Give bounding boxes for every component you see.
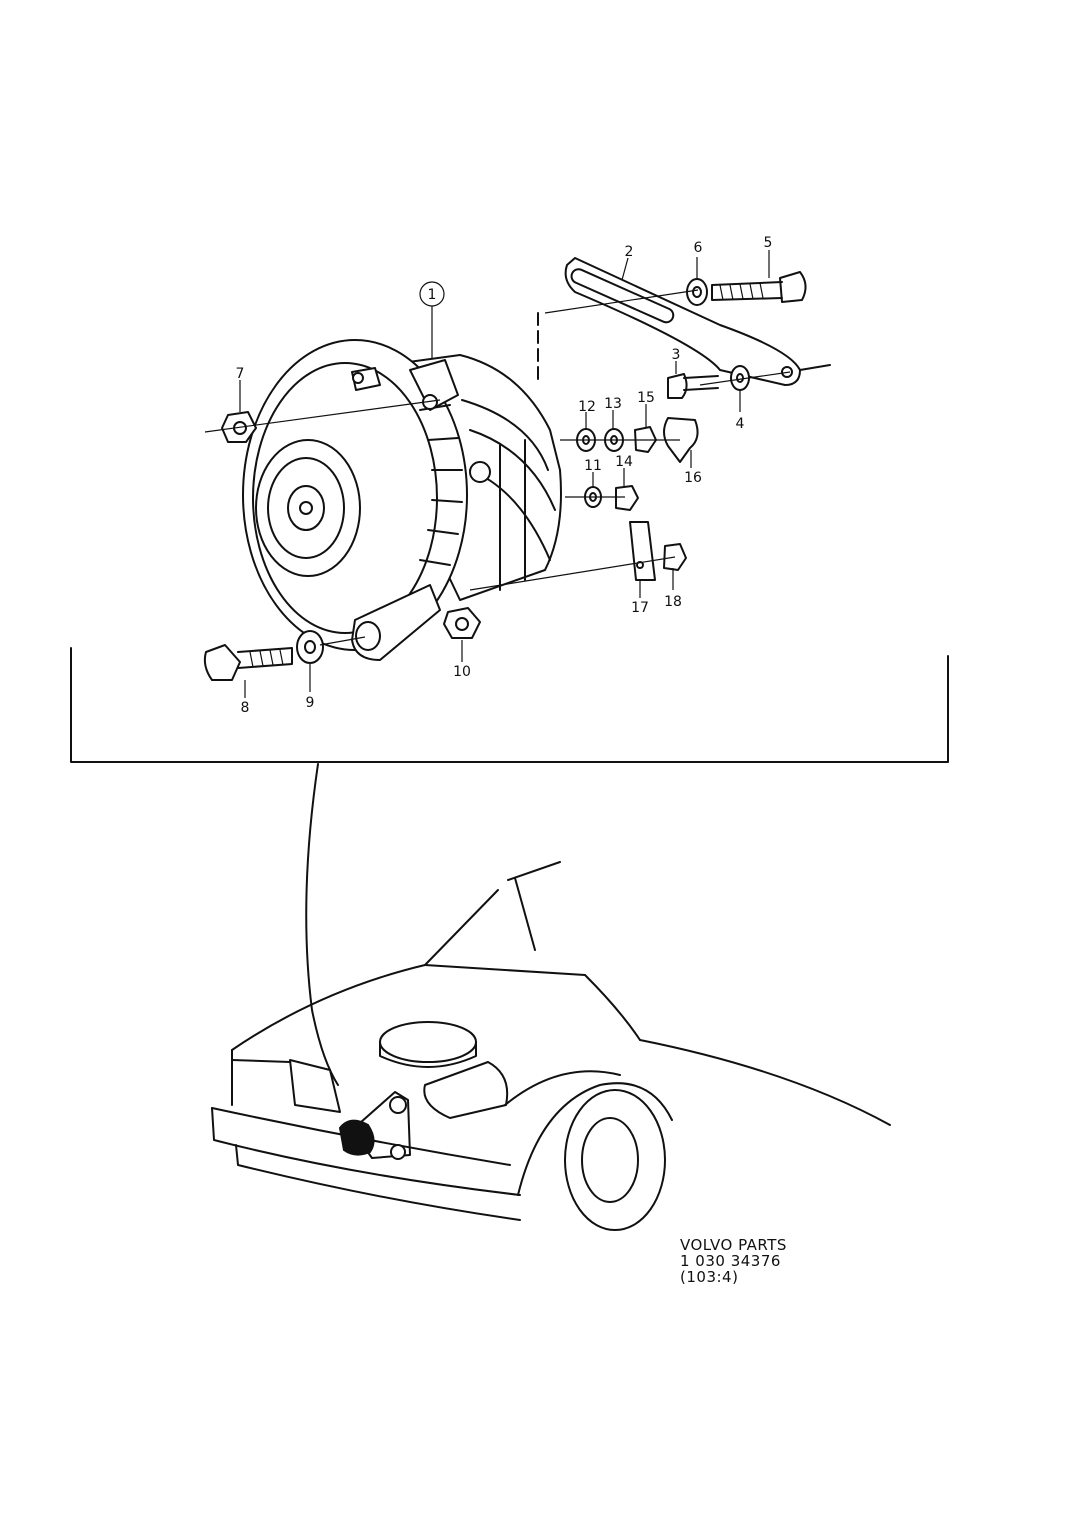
callout-8: 8 xyxy=(241,700,250,716)
caption-part-number: 1 030 34376 xyxy=(680,1252,781,1270)
callout-13: 13 xyxy=(604,396,622,412)
part-reference-caption: VOLVO PARTS 1 030 34376 (103:4) xyxy=(680,1237,787,1285)
washer-9 xyxy=(296,630,324,664)
callout-4: 4 xyxy=(736,416,745,432)
callout-18: 18 xyxy=(664,594,682,610)
callout-5: 5 xyxy=(764,235,773,251)
bolt-3 xyxy=(667,373,719,399)
callout-circle-1 xyxy=(419,281,445,307)
assembly-lines xyxy=(204,289,791,646)
connector-16 xyxy=(663,417,699,463)
callout-2: 2 xyxy=(625,244,634,260)
callout-11: 11 xyxy=(584,458,602,474)
callout-7: 7 xyxy=(236,366,245,382)
washer-6 xyxy=(686,278,708,306)
callout-10: 10 xyxy=(453,664,471,680)
nut-10 xyxy=(443,607,481,639)
callout-15: 15 xyxy=(637,390,655,406)
callout-labels: 1 2 3 4 5 6 7 8 9 10 11 12 13 14 15 16 1… xyxy=(236,235,773,716)
callout-14: 14 xyxy=(615,454,633,470)
detail-frame xyxy=(70,647,949,763)
alternator-illustration xyxy=(242,339,562,661)
washers-12-13-15 xyxy=(576,426,657,453)
caption-section-ref: (103:4) xyxy=(680,1268,739,1286)
callout-9: 9 xyxy=(306,695,315,711)
callout-12: 12 xyxy=(578,399,596,415)
bolt-8 xyxy=(203,644,293,681)
location-pointer-line xyxy=(305,763,339,1086)
callout-6: 6 xyxy=(694,240,703,256)
leader-lines xyxy=(239,250,770,698)
callout-16: 16 xyxy=(684,470,702,486)
callout-3: 3 xyxy=(672,347,681,363)
callout-17: 17 xyxy=(631,600,649,616)
callout-1: 1 xyxy=(428,287,437,303)
caption-brand: VOLVO PARTS xyxy=(680,1236,787,1254)
bolt-5 xyxy=(711,271,807,303)
washers-11-14 xyxy=(584,485,639,511)
car-front-illustration xyxy=(211,861,891,1231)
plate-17-nut-18 xyxy=(629,521,687,581)
